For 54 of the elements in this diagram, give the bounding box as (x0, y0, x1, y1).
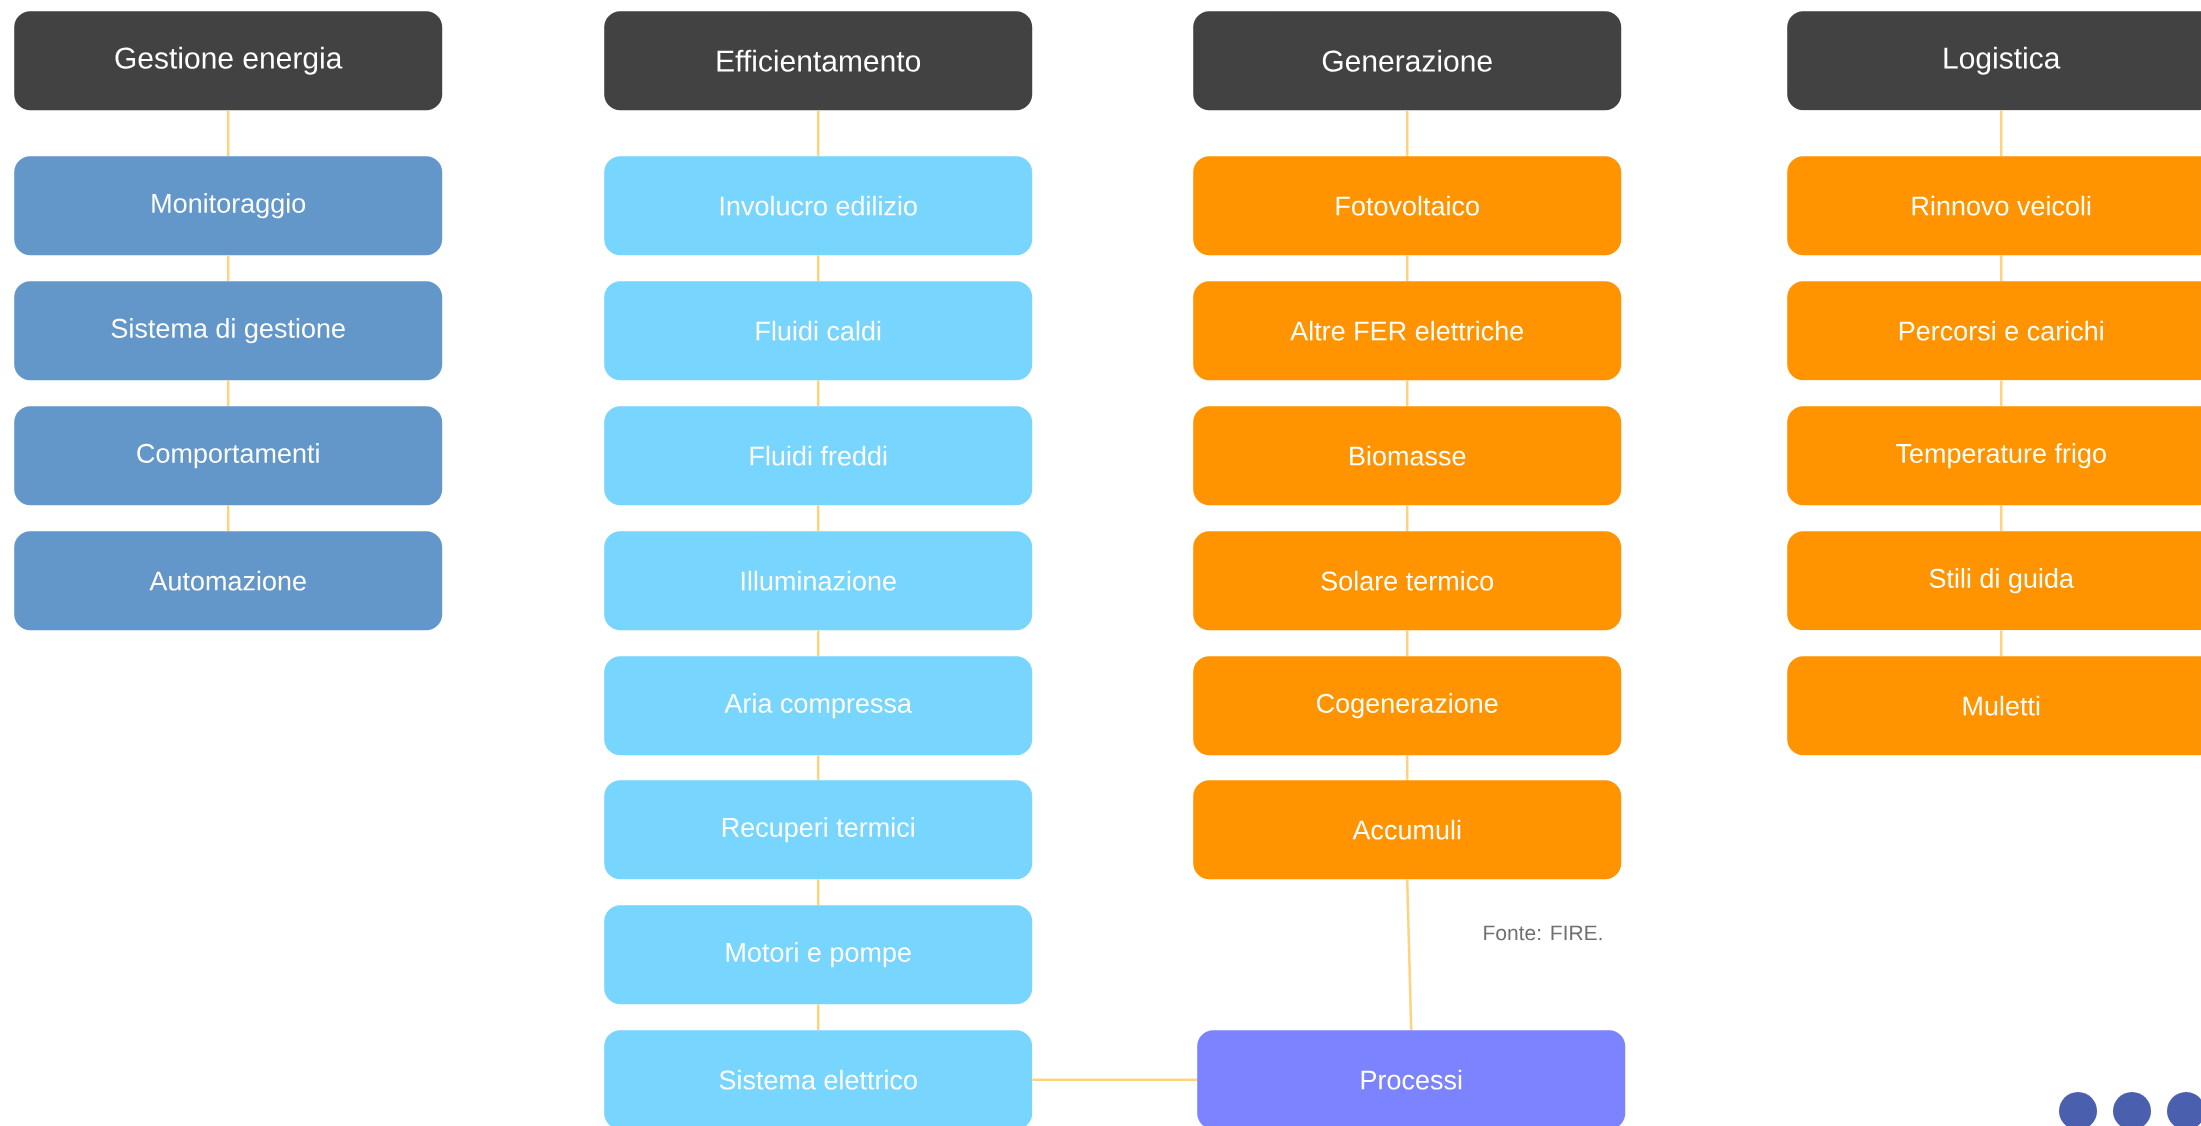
connector-line (1405, 110, 1409, 156)
measure-box: Motori e pompe (604, 905, 1033, 1005)
measure-box: Stili di guida (1787, 531, 2201, 631)
connector-line (816, 505, 820, 531)
connector-line (226, 380, 230, 406)
measure-box: Solare termico (1193, 531, 1622, 631)
connector-line (1405, 879, 1413, 1031)
measure-box: Recuperi termici (604, 780, 1033, 880)
measure-box: Automazione (14, 531, 443, 631)
connector-line (1405, 755, 1409, 780)
measure-box: Rinnovo veicoli (1787, 156, 2201, 256)
connector-line (816, 630, 820, 656)
connector-line (1999, 630, 2003, 656)
connector-line (1405, 630, 1409, 656)
connector-line (1999, 110, 2003, 156)
measure-box: Biomasse (1193, 406, 1622, 506)
measure-box: Illuminazione (604, 531, 1033, 631)
measure-box: Muletti (1787, 656, 2201, 756)
connector-line (816, 380, 820, 406)
category-box: Logistica (1787, 11, 2201, 111)
measure-box: Fluidi caldi (604, 281, 1033, 381)
measure-box: Fotovoltaico (1193, 156, 1622, 256)
connector-line (1032, 1078, 1197, 1081)
connector-line (1405, 505, 1409, 531)
connector-line (1405, 255, 1409, 281)
connector-line (816, 755, 820, 780)
category-box: Efficientamento (604, 11, 1033, 111)
measure-box: Monitoraggio (14, 156, 443, 256)
measure-box: Sistema elettrico (604, 1030, 1033, 1126)
measure-box: Cogenerazione (1193, 656, 1622, 756)
measure-box: Altre FER elettriche (1193, 281, 1622, 381)
category-box: Gestione energia (14, 11, 443, 111)
connector-line (816, 879, 820, 905)
measure-box: Sistema di gestione (14, 281, 443, 381)
connector-line (1999, 380, 2003, 406)
measure-box: Involucro edilizio (604, 156, 1033, 256)
measure-box: Accumuli (1193, 780, 1622, 880)
connector-line (226, 110, 230, 156)
source-note: Fonte: FIRE. (1484, 925, 1602, 941)
connector-line (1405, 380, 1409, 406)
connector-line (816, 255, 820, 281)
measure-box: Comportamenti (14, 406, 443, 506)
measure-box: Percorsi e carichi (1787, 281, 2201, 381)
connector-line (816, 1004, 820, 1030)
connector-line (226, 255, 230, 281)
measure-box: Fluidi freddi (604, 406, 1033, 506)
connector-line (226, 505, 230, 531)
measure-box: Temperature frigo (1787, 406, 2201, 506)
measure-box: Aria compressa (604, 656, 1033, 756)
connector-line (816, 110, 820, 156)
connector-line (1999, 255, 2003, 281)
category-box: Generazione (1193, 11, 1622, 111)
connector-line (1999, 505, 2003, 531)
measure-box: Processi (1197, 1030, 1626, 1126)
